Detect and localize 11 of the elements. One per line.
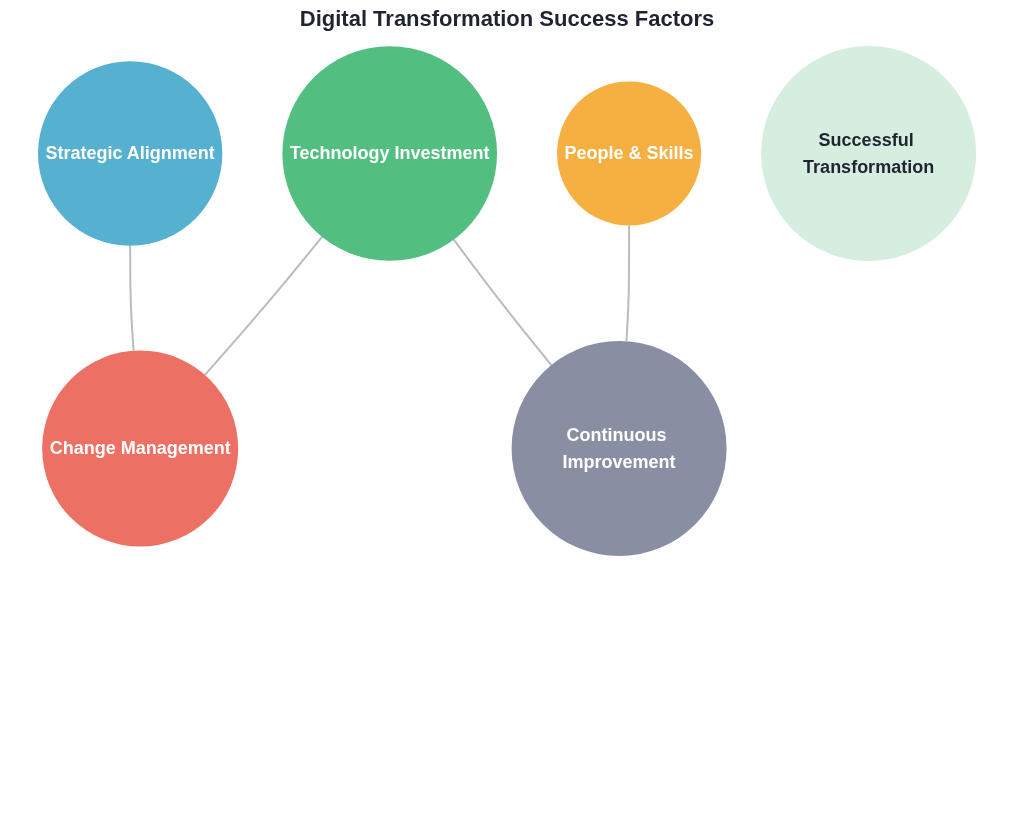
- node-circle: Continuous Improvement: [511, 341, 727, 556]
- connector: [203, 235, 323, 376]
- connector: [625, 224, 631, 343]
- connector: [452, 238, 553, 367]
- node-circle: Successful Transformation: [761, 46, 977, 261]
- node-circle: Change Management: [42, 350, 239, 547]
- diagram-title: Digital Transformation Success Factors: [298, 6, 716, 32]
- node-circle: Strategic Alignment: [37, 61, 223, 246]
- connector: [129, 244, 135, 352]
- node-circle: People & Skills: [557, 81, 702, 226]
- node-circle: Technology Investment: [282, 46, 497, 261]
